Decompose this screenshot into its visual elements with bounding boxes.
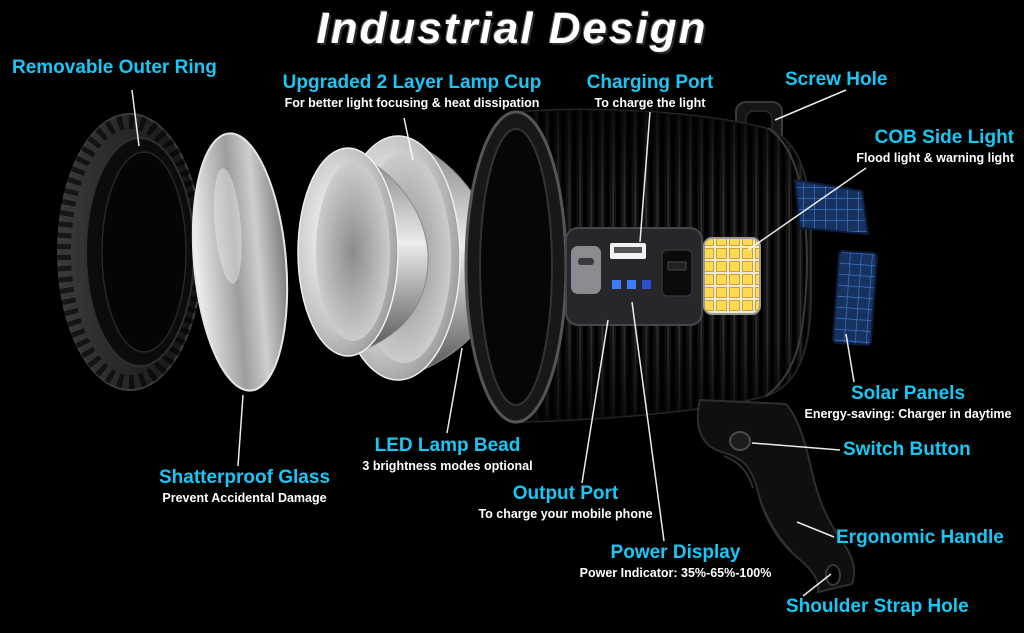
output-port-part xyxy=(661,249,693,297)
cob-side-light-part xyxy=(703,237,761,315)
control-panel xyxy=(565,227,703,326)
outer-ring-part xyxy=(57,113,203,391)
callout-cob-side-light: COB Side Light Flood light & warning lig… xyxy=(804,127,1014,165)
callout-output-port: Output Port To charge your mobile phone xyxy=(478,483,653,521)
callout-screw-hole: Screw Hole xyxy=(785,69,925,91)
leader-charging-port xyxy=(639,111,651,243)
callout-title: Switch Button xyxy=(843,439,971,460)
callout-title: Removable Outer Ring xyxy=(12,57,217,78)
callout-title: LED Lamp Bead xyxy=(374,435,521,456)
callout-subtitle: Energy-saving: Charger in daytime xyxy=(804,406,1012,421)
switch-button-part xyxy=(729,431,751,451)
callout-removable-outer-ring: Removable Outer Ring xyxy=(12,57,247,79)
power-display-part xyxy=(612,280,651,289)
callout-subtitle: Flood light & warning light xyxy=(856,150,1014,165)
leader-switch-button xyxy=(751,442,841,451)
callout-led-lamp-bead: LED Lamp Bead 3 brightness modes optiona… xyxy=(350,435,545,473)
handle-part xyxy=(696,398,856,594)
callout-subtitle: 3 brightness modes optional xyxy=(362,458,533,473)
solar-panels-part xyxy=(793,178,878,346)
callout-title: Power Display xyxy=(610,542,741,563)
leader-screw-hole xyxy=(774,89,847,121)
leader-removable-outer-ring xyxy=(131,89,140,147)
callout-title: Upgraded 2 Layer Lamp Cup xyxy=(282,72,542,93)
callout-shatterproof-glass: Shatterproof Glass Prevent Accidental Da… xyxy=(142,467,347,505)
leader-ergonomic-handle xyxy=(796,521,835,538)
callout-title: Shatterproof Glass xyxy=(158,467,331,488)
leader-power-display xyxy=(631,301,665,542)
callout-subtitle: For better light focusing & heat dissipa… xyxy=(284,95,540,110)
callout-title: Screw Hole xyxy=(785,69,888,90)
callout-subtitle: To charge the light xyxy=(594,95,706,110)
glass-part xyxy=(191,132,289,392)
leader-shatterproof-glass xyxy=(237,394,244,467)
callout-switch-button: Switch Button xyxy=(843,439,1018,461)
callout-charging-port: Charging Port To charge the light xyxy=(575,72,725,110)
lamp-cup-inner-part xyxy=(297,147,429,357)
callout-solar-panels: Solar Panels Energy-saving: Charger in d… xyxy=(800,383,1016,421)
leader-lamp-cup xyxy=(403,117,414,161)
port-cover xyxy=(571,246,601,294)
callout-power-display: Power Display Power Indicator: 35%-65%-1… xyxy=(538,542,813,580)
leader-shoulder-strap-hole xyxy=(802,573,832,597)
callout-title: Solar Panels xyxy=(850,383,966,404)
callout-subtitle: Power Indicator: 35%-65%-100% xyxy=(579,565,772,580)
callout-ergonomic-handle: Ergonomic Handle xyxy=(836,527,1021,549)
shoulder-strap-hole-part xyxy=(825,564,841,586)
leader-led-lamp-bead xyxy=(446,347,463,434)
callout-shoulder-strap-hole: Shoulder Strap Hole xyxy=(786,596,1021,618)
type-c-port xyxy=(578,258,594,265)
callout-title: Charging Port xyxy=(586,72,714,93)
page-title: Industrial Design xyxy=(316,4,708,53)
leader-cob-side-light xyxy=(747,167,867,251)
callout-title: Shoulder Strap Hole xyxy=(786,596,969,617)
callout-subtitle: To charge your mobile phone xyxy=(478,506,653,521)
leader-solar-panels xyxy=(845,333,855,383)
callout-subtitle: Prevent Accidental Damage xyxy=(162,490,327,505)
callout-title: COB Side Light xyxy=(874,127,1014,148)
callout-title: Ergonomic Handle xyxy=(836,527,1004,548)
leader-output-port xyxy=(581,319,609,484)
callout-lamp-cup: Upgraded 2 Layer Lamp Cup For better lig… xyxy=(262,72,562,110)
leader-lines xyxy=(131,89,867,597)
callout-title: Output Port xyxy=(512,483,619,504)
